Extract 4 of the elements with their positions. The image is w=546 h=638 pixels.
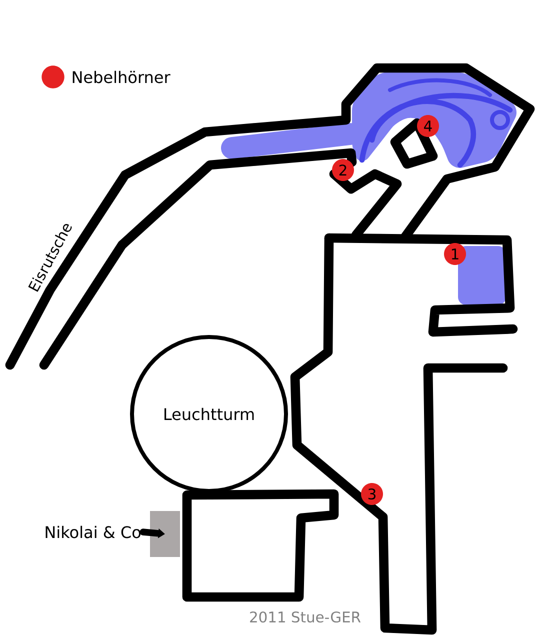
- credit-text: 2011 Stue-GER: [250, 611, 361, 623]
- entrance-label: Nikolai & Co: [46, 526, 141, 538]
- door-box: [150, 511, 180, 557]
- legend-text: Nebelhörner: [72, 70, 170, 84]
